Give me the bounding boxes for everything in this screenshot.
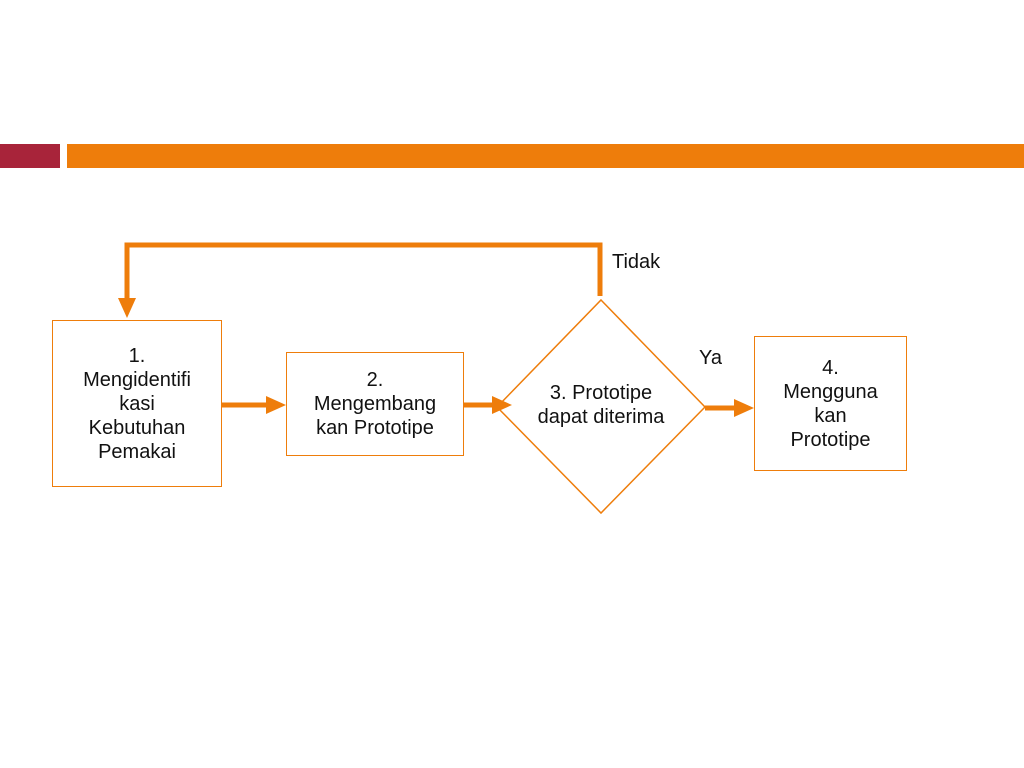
edge-step2-step3 <box>464 396 512 414</box>
step1-line: 1. <box>128 344 146 367</box>
step3-line: dapat <box>537 406 588 428</box>
step1-line: kasi <box>119 392 155 415</box>
process-box-step2: 2. Mengembang kan Prototipe <box>286 352 464 456</box>
header-accent-red <box>0 144 60 168</box>
header-accent-orange <box>67 144 1024 168</box>
step4-line: Prototipe <box>790 428 871 451</box>
step3-line: 3. Prototipe <box>549 382 653 404</box>
edge-step1-step2 <box>222 396 286 414</box>
decision-step3-label: 3. Prototipe dapat diterima <box>528 360 674 450</box>
step4-line: Mengguna <box>783 380 878 403</box>
step1-line: Mengidentifi <box>83 368 191 391</box>
step2-line: kan Prototipe <box>316 417 434 439</box>
process-box-step4: 4. Mengguna kan Prototipe <box>754 336 907 471</box>
step2-line: 2. <box>366 369 384 391</box>
decision-diamond <box>495 298 707 515</box>
step4-line: kan <box>814 404 847 427</box>
edge-label-tidak: Tidak <box>612 251 661 273</box>
step1-line: Pemakai <box>98 440 176 463</box>
step1-line: Kebutuhan <box>88 416 186 439</box>
edge-step3-step4 <box>705 399 754 417</box>
edge-step3-step1-loop <box>118 242 603 318</box>
step3-line: diterima <box>593 406 665 428</box>
step4-line: 4. <box>822 356 839 379</box>
step2-line: Mengembang <box>313 393 437 415</box>
process-box-step1: 1. Mengidentifi kasi Kebutuhan Pemakai <box>52 320 222 487</box>
edge-label-ya: Ya <box>699 347 722 369</box>
